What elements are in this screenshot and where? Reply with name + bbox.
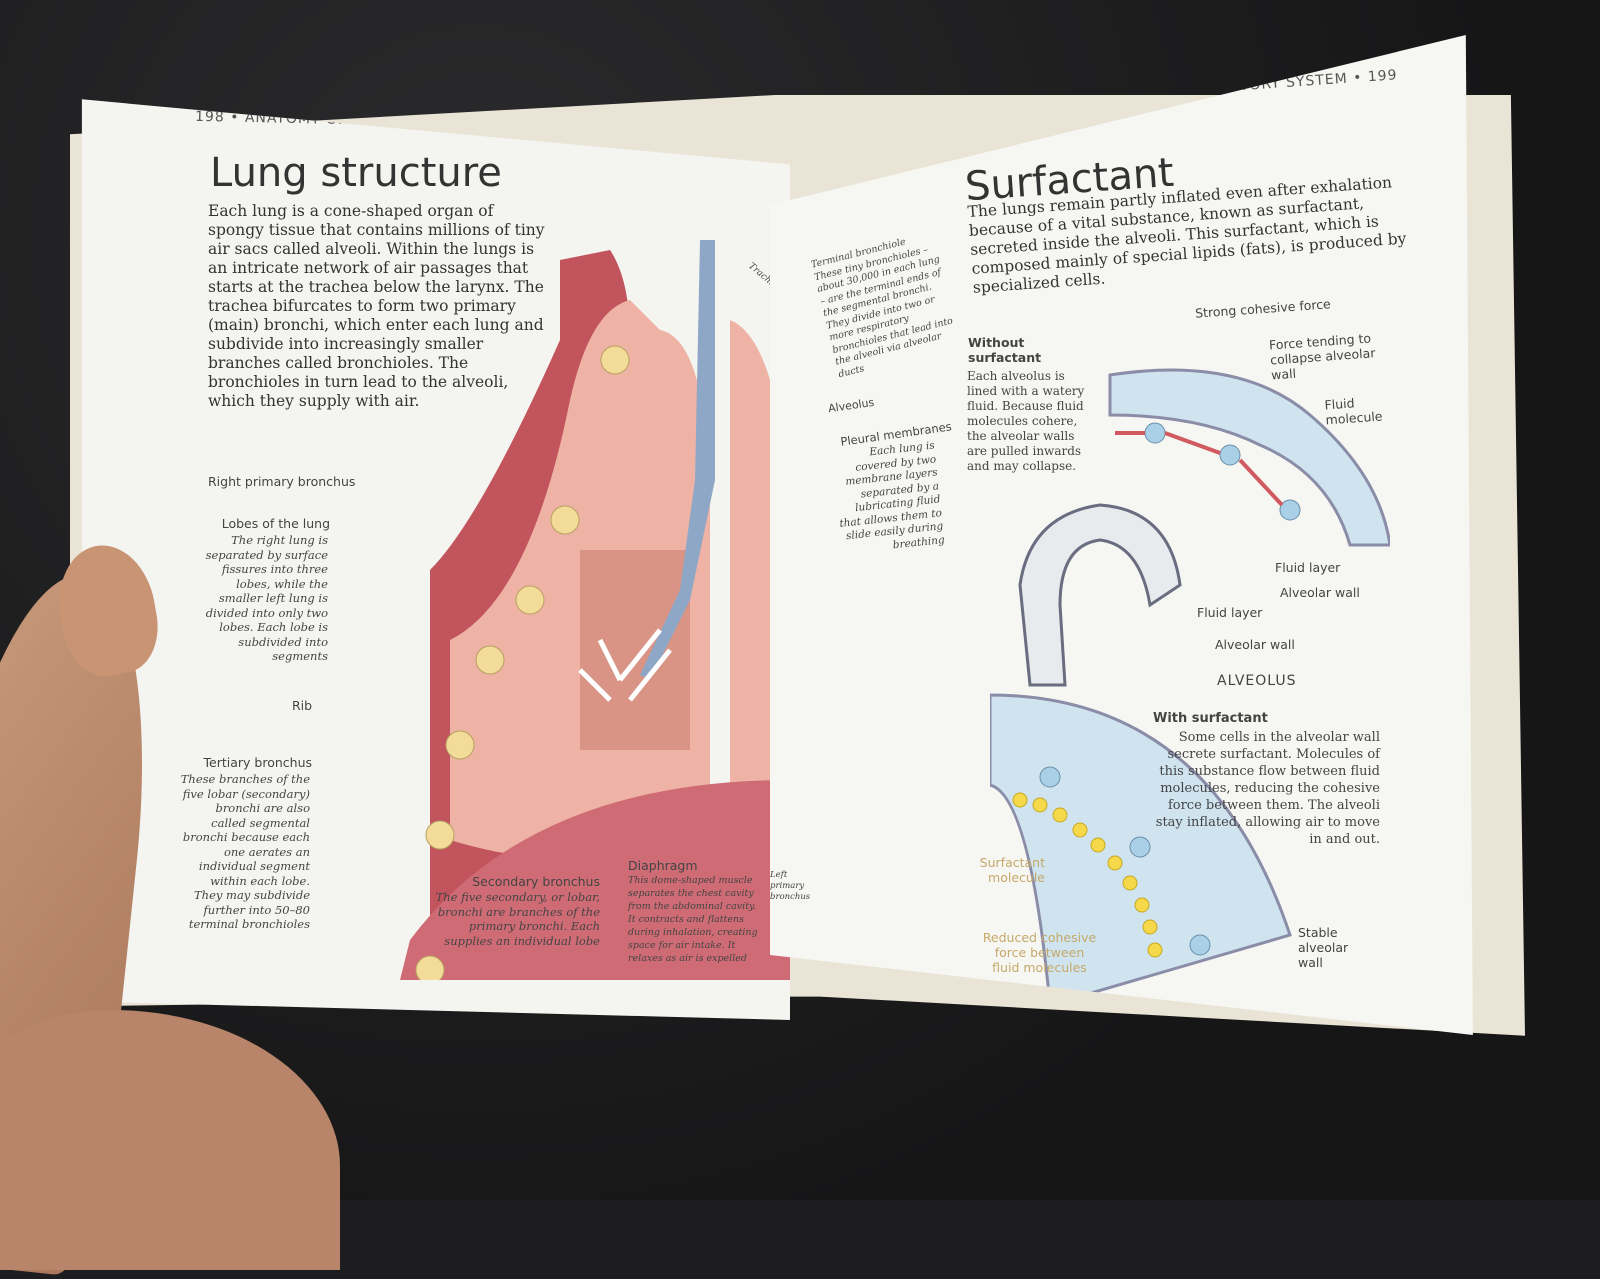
caption-lobes: The right lung is separated by surface f… <box>205 533 328 663</box>
label-alveolar-wall-1: Alveolar wall <box>1280 585 1360 600</box>
label-reduced-force: Reduced cohesive force between fluid mol… <box>982 930 1097 975</box>
heading-with: With surfactant <box>1153 711 1268 726</box>
caption-pleural: Each lung is covered by two membrane lay… <box>838 439 946 551</box>
label-alveolar-wall-2: Alveolar wall <box>1215 637 1295 652</box>
label-tertiary: Tertiary bronchus <box>203 755 312 770</box>
label-fluid-layer-1: Fluid layer <box>1275 560 1341 575</box>
label-lobes: Lobes of the lung <box>221 516 330 531</box>
label-alveolus: Alveolus <box>827 395 876 416</box>
page-title-left: Lung structure <box>210 150 502 196</box>
label-right-primary-bronchus: Right primary bronchus <box>208 474 356 489</box>
heading-without: Without surfactant <box>968 335 1042 365</box>
label-alveolus-caps: ALVEOLUS <box>1217 673 1297 689</box>
caption-diaphragm: This dome-shaped muscle separates the ch… <box>628 875 758 964</box>
right-page: RESPIRATORY SYSTEM • 199 Surfactant The … <box>770 35 1473 1035</box>
label-fluid-layer-2: Fluid layer <box>1197 605 1263 620</box>
label-fluid-molecule: Fluid molecule <box>1324 395 1383 428</box>
label-rib: Rib <box>292 698 313 713</box>
terminal-bronchiole-group: Terminal bronchiole These tiny bronchiol… <box>810 229 966 382</box>
label-surfactant-molecule: Surfactant molecule <box>979 855 1045 885</box>
label-force-collapse: Force tending to collapse alveolar wall <box>1268 330 1376 383</box>
left-page: 198 • ANATOMY OF THE HUMAN BODY Lung str… <box>81 99 790 1020</box>
caption-tertiary: These branches of the five lobar (second… <box>180 772 310 931</box>
surfactant-diagrams <box>990 368 1390 1007</box>
label-left-primary: Left primary bronchus <box>770 870 811 902</box>
intro-left: Each lung is a cone-shaped organ of spon… <box>208 202 545 410</box>
label-diaphragm: Diaphragm <box>628 858 698 873</box>
caption-secondary: The five secondary, or lobar, bronchi ar… <box>435 890 600 948</box>
text-without: Each alveolus is lined with a watery flu… <box>967 369 1085 473</box>
text-with: Some cells in the alveolar wall secrete … <box>1155 730 1380 847</box>
label-stable-wall: Stable alveolar wall <box>1298 925 1349 970</box>
label-secondary: Secondary bronchus <box>472 874 600 889</box>
